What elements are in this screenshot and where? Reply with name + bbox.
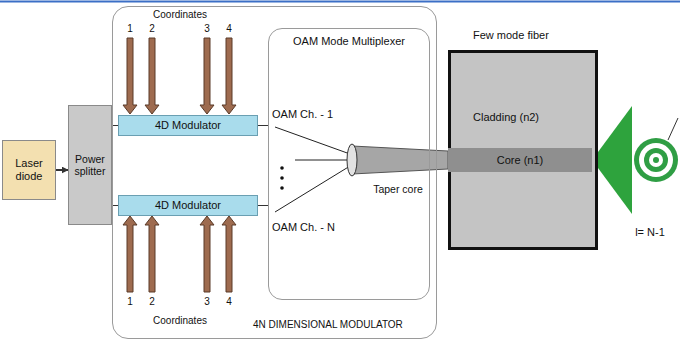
axis-label: Coordinates (153, 315, 207, 327)
region-label: Cladding (n2) (473, 111, 539, 124)
coordinate-arrows (123, 38, 236, 292)
channel-dots (280, 166, 284, 190)
group-title: 4N DIMENSIONAL MODULATOR (253, 319, 403, 331)
device-label: Power splitter (69, 153, 111, 177)
callout-number: 4 (226, 23, 232, 35)
callout-number: 4 (226, 296, 232, 308)
connector-line (56, 169, 68, 171)
part-label: Taper core (373, 183, 423, 195)
channel-lines (275, 127, 350, 212)
modulator-group: 4N DIMENSIONAL MODULATOR 4D Modulator 4D M… (112, 6, 437, 339)
callout-number: 3 (204, 23, 210, 35)
callout-number: 1 (127, 296, 133, 308)
oam-rings (634, 138, 678, 182)
taper-core (352, 146, 448, 174)
taper-lens (347, 144, 357, 176)
region-label: Core (n1) (497, 154, 543, 167)
axis-label: Coordinates (153, 9, 207, 21)
multiplexer-box: OAM Mode Multiplexer (268, 28, 430, 300)
mode-label: l= N-1 (635, 226, 665, 239)
output-beam (598, 106, 632, 214)
group-title: OAM Mode Multiplexer (293, 35, 405, 48)
laser-box: Laser diode (2, 140, 56, 200)
device-label: 4D Modulator (155, 199, 221, 212)
modulator-box: 4D Modulator (118, 115, 258, 136)
top-rule (0, 1, 680, 3)
channel-label: OAM Ch. - N (272, 221, 335, 234)
callout-number: 1 (127, 23, 133, 35)
device-label: Laser diode (3, 157, 55, 182)
callout-number: 2 (149, 296, 155, 308)
connector-line (258, 125, 268, 126)
splitter-box: Power splitter (68, 105, 112, 225)
leader-line (668, 118, 678, 140)
callout-number: 3 (204, 296, 210, 308)
connector-line (258, 205, 268, 206)
device-label: 4D Modulator (155, 119, 221, 132)
modulator-box: 4D Modulator (118, 195, 258, 216)
channel-label: OAM Ch. - 1 (272, 108, 333, 121)
callout-number: 2 (149, 23, 155, 35)
core-band: Core (n1) (448, 148, 592, 172)
group-title: Few mode fiber (473, 29, 549, 42)
fiber-box: Few mode fiberCladding (n2)Core (n1) (448, 50, 598, 250)
